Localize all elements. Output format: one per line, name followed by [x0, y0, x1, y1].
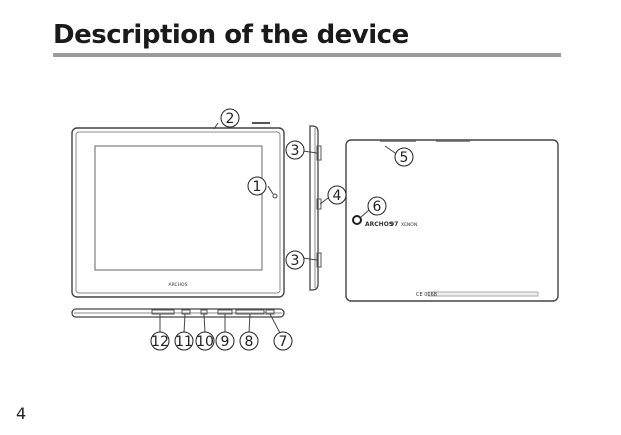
svg-text:10: 10 [196, 334, 214, 350]
svg-text:6: 6 [373, 199, 382, 215]
callout-4: 4 [327, 185, 347, 205]
callout-7: 7 [273, 331, 293, 351]
callout-1: 1 [247, 176, 267, 196]
svg-text:1: 1 [253, 179, 262, 195]
regulatory-strip [427, 291, 539, 297]
front-sensor-icon [272, 193, 278, 199]
page-number: 4 [16, 404, 27, 423]
back-model: 97 [390, 221, 398, 228]
callout-5: 5 [394, 147, 414, 167]
callout-6: 6 [367, 196, 387, 216]
callout-9: 9 [215, 331, 235, 351]
callout-11: 11 [174, 331, 194, 351]
tablet-front [71, 122, 285, 298]
callout-3-upper: 3 [285, 140, 305, 160]
svg-text:9: 9 [221, 334, 230, 350]
tablet-side [302, 125, 329, 291]
callout-2: 2 [220, 108, 240, 128]
svg-text:3: 3 [291, 253, 300, 269]
front-logo: ARCHOS [169, 282, 188, 288]
port-11 [181, 309, 191, 315]
tablet-bottom-edge [71, 308, 285, 334]
tablet-back [345, 139, 559, 302]
svg-text:8: 8 [245, 334, 254, 350]
svg-text:2: 2 [226, 111, 235, 127]
svg-text:5: 5 [400, 150, 409, 166]
svg-text:3: 3 [291, 143, 300, 159]
svg-text:7: 7 [279, 334, 288, 350]
svg-text:12: 12 [151, 334, 169, 350]
back-series: XENON [401, 222, 417, 228]
callout-12: 12 [150, 331, 170, 351]
side-port-middle [316, 198, 322, 210]
rear-camera-icon [352, 215, 362, 225]
callout-3-lower: 3 [285, 250, 305, 270]
title-rule [53, 53, 561, 57]
svg-text:4: 4 [333, 188, 342, 204]
back-logo: ARCHOS [365, 221, 393, 228]
svg-text:11: 11 [175, 334, 193, 350]
back-marks: CE 0168 [416, 292, 437, 298]
page-title: Description of the device [53, 20, 409, 50]
callout-8: 8 [239, 331, 259, 351]
callout-10: 10 [195, 331, 215, 351]
port-12 [151, 309, 175, 315]
